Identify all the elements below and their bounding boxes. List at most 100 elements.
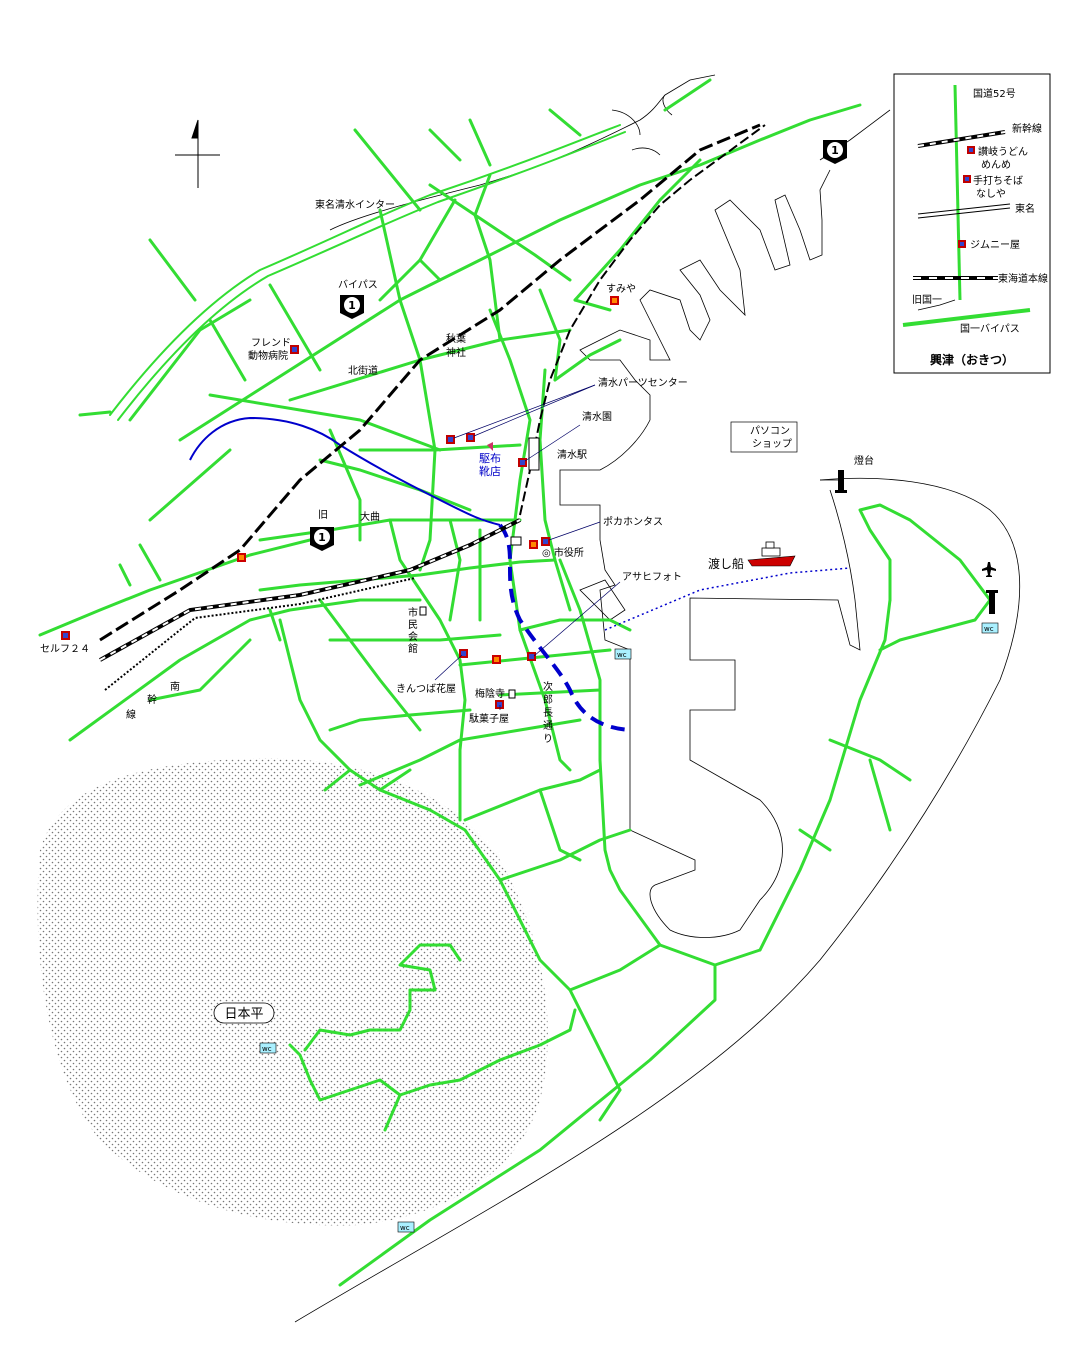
label-shimizu-eki: 清水駅 — [557, 448, 587, 461]
inset-sanuki-1: 讃岐うどん — [978, 145, 1028, 158]
label-nankansen-2: 幹 — [147, 693, 157, 706]
label-shimin-1: 市 — [408, 606, 418, 619]
svg-text:wc: wc — [617, 651, 627, 659]
label-shimizuen: 清水園 — [582, 410, 612, 423]
spot-marker-1[interactable] — [529, 540, 538, 549]
label-omagari: 大曲 — [360, 510, 380, 523]
inset-bypass: 国一バイパス — [960, 323, 1020, 335]
sumiya-marker[interactable] — [610, 296, 619, 305]
inset-teuchi-2: なしや — [976, 188, 1006, 200]
label-nankansen-3: 線 — [126, 708, 136, 721]
label-todai: 燈台 — [854, 454, 874, 467]
svg-text:日本平: 日本平 — [224, 1007, 263, 1022]
dagashi-marker[interactable] — [495, 700, 504, 709]
wc-marker-3: wc — [259, 1042, 277, 1054]
svg-text:ショップ: ショップ — [752, 438, 792, 450]
parts-center-marker-2[interactable] — [466, 433, 475, 442]
kintsuba-marker[interactable] — [459, 649, 468, 658]
inset-tomei: 東名 — [1015, 202, 1035, 215]
ferry-route — [604, 567, 851, 631]
inset-jimny: ジムニー屋 — [970, 239, 1020, 251]
inset-teuchi-1: 手打ちそば — [973, 174, 1023, 187]
station-icon-2 — [510, 536, 522, 546]
okitsu-inset: 国道52号 新幹線 讃岐うどん めんめ 手打ちそば なしや 東名 ジムニー屋 東… — [893, 73, 1051, 374]
friend-pet-hospital-marker[interactable] — [290, 345, 299, 354]
wc-marker-1: wc — [614, 648, 632, 660]
shimizu-station-icon — [528, 437, 540, 471]
label-asahi: アサヒフォト — [622, 571, 682, 583]
teuchi-soba-marker[interactable] — [963, 175, 971, 183]
label-nankansen-1: 南 — [170, 680, 180, 693]
label-akiba: 秋葉 — [446, 332, 466, 345]
river-tomoe — [189, 416, 501, 526]
pocahontas-marker[interactable] — [541, 537, 550, 546]
label-old: 旧 — [318, 509, 328, 521]
label-kita-kaido: 北街道 — [348, 364, 378, 377]
label-shimin-3: 会 — [408, 630, 418, 643]
shop-markers — [61, 345, 550, 709]
sanuki-udon-marker[interactable] — [967, 146, 975, 154]
inset-kyukoku1: 旧国一 — [912, 294, 942, 306]
label-jirocho-5: り — [543, 733, 553, 745]
callout-lines — [434, 384, 621, 710]
parts-center-marker-1[interactable] — [446, 435, 455, 444]
route1-shield-bypass: 1 — [340, 295, 364, 319]
kofu-flag-icon — [487, 442, 493, 451]
label-shimin-4: 館 — [408, 642, 418, 655]
label-self24: セルフ２４ — [40, 643, 90, 655]
label-bypass: バイパス — [338, 279, 378, 291]
wc-marker-4: wc — [397, 1221, 415, 1233]
svg-text:パソコン: パソコン — [750, 425, 790, 437]
label-jirocho-2: 郎 — [543, 693, 553, 706]
route1-shield-old: 1 — [310, 527, 334, 551]
nihondaira-area — [37, 758, 548, 1226]
label-friend-1: フレンド — [251, 338, 291, 349]
label-interchange: 東名清水インター — [315, 198, 395, 211]
inset-title: 興津（おきつ） — [930, 352, 1014, 367]
nihondaira-label: 日本平 — [213, 1002, 275, 1024]
shimin-kaikan-icon — [419, 606, 427, 616]
asahi-photo-marker[interactable] — [527, 652, 536, 661]
inset-kokudo52: 国道52号 — [973, 87, 1016, 100]
label-jirocho-3: 長 — [543, 707, 553, 719]
label-shiyakusho: ◎ 市役所 — [542, 546, 584, 559]
baiinji-icon — [508, 689, 516, 699]
inset-shinkansen: 新幹線 — [1012, 122, 1042, 135]
label-friend-2: 動物病院 — [248, 349, 288, 362]
ferry-ship-icon — [747, 541, 796, 567]
label-pocahontas: ポカホンタス — [603, 516, 663, 528]
airplane-icon — [982, 562, 996, 577]
spot-marker-3[interactable] — [237, 553, 246, 562]
label-dagashi: 駄菓子屋 — [469, 712, 509, 725]
spot-marker-2[interactable] — [492, 655, 501, 664]
self24-marker[interactable] — [61, 631, 70, 640]
label-kofu-2: 靴店 — [479, 464, 501, 478]
label-kofu: 駆布 — [479, 452, 501, 465]
label-sumiya: すみや — [606, 283, 636, 295]
inset-tokaido: 東海道本線 — [998, 272, 1048, 285]
wc-marker-2: wc — [981, 622, 999, 634]
label-shimin-2: 民 — [408, 619, 418, 631]
label-baiinji: 梅陰寺 — [475, 687, 505, 700]
svg-text:1: 1 — [348, 299, 356, 312]
railway-tokaido — [99, 518, 521, 691]
pc-shop-label: パソコン ショップ — [730, 421, 798, 453]
label-jirocho-4: 通 — [543, 720, 553, 732]
svg-text:1: 1 — [831, 144, 839, 157]
svg-text:1: 1 — [318, 531, 326, 544]
svg-text:wc: wc — [262, 1045, 272, 1053]
inset-sanuki-2: めんめ — [981, 159, 1011, 171]
jimny-marker[interactable] — [958, 240, 966, 248]
label-watashibune: 渡し船 — [708, 556, 744, 571]
svg-text:wc: wc — [984, 625, 994, 633]
route1-shield-east: 1 — [823, 140, 847, 164]
river-tomoe-thick — [498, 523, 631, 732]
label-jirocho-1: 次 — [543, 680, 553, 693]
lighthouse-icon — [835, 470, 998, 614]
shimizuen-marker[interactable] — [518, 458, 527, 467]
label-jinja: 神社 — [446, 346, 466, 359]
north-arrow — [175, 119, 220, 188]
label-kintsuba: きんつば花屋 — [396, 682, 456, 695]
label-parts-center: 清水パーツセンター — [598, 376, 688, 389]
